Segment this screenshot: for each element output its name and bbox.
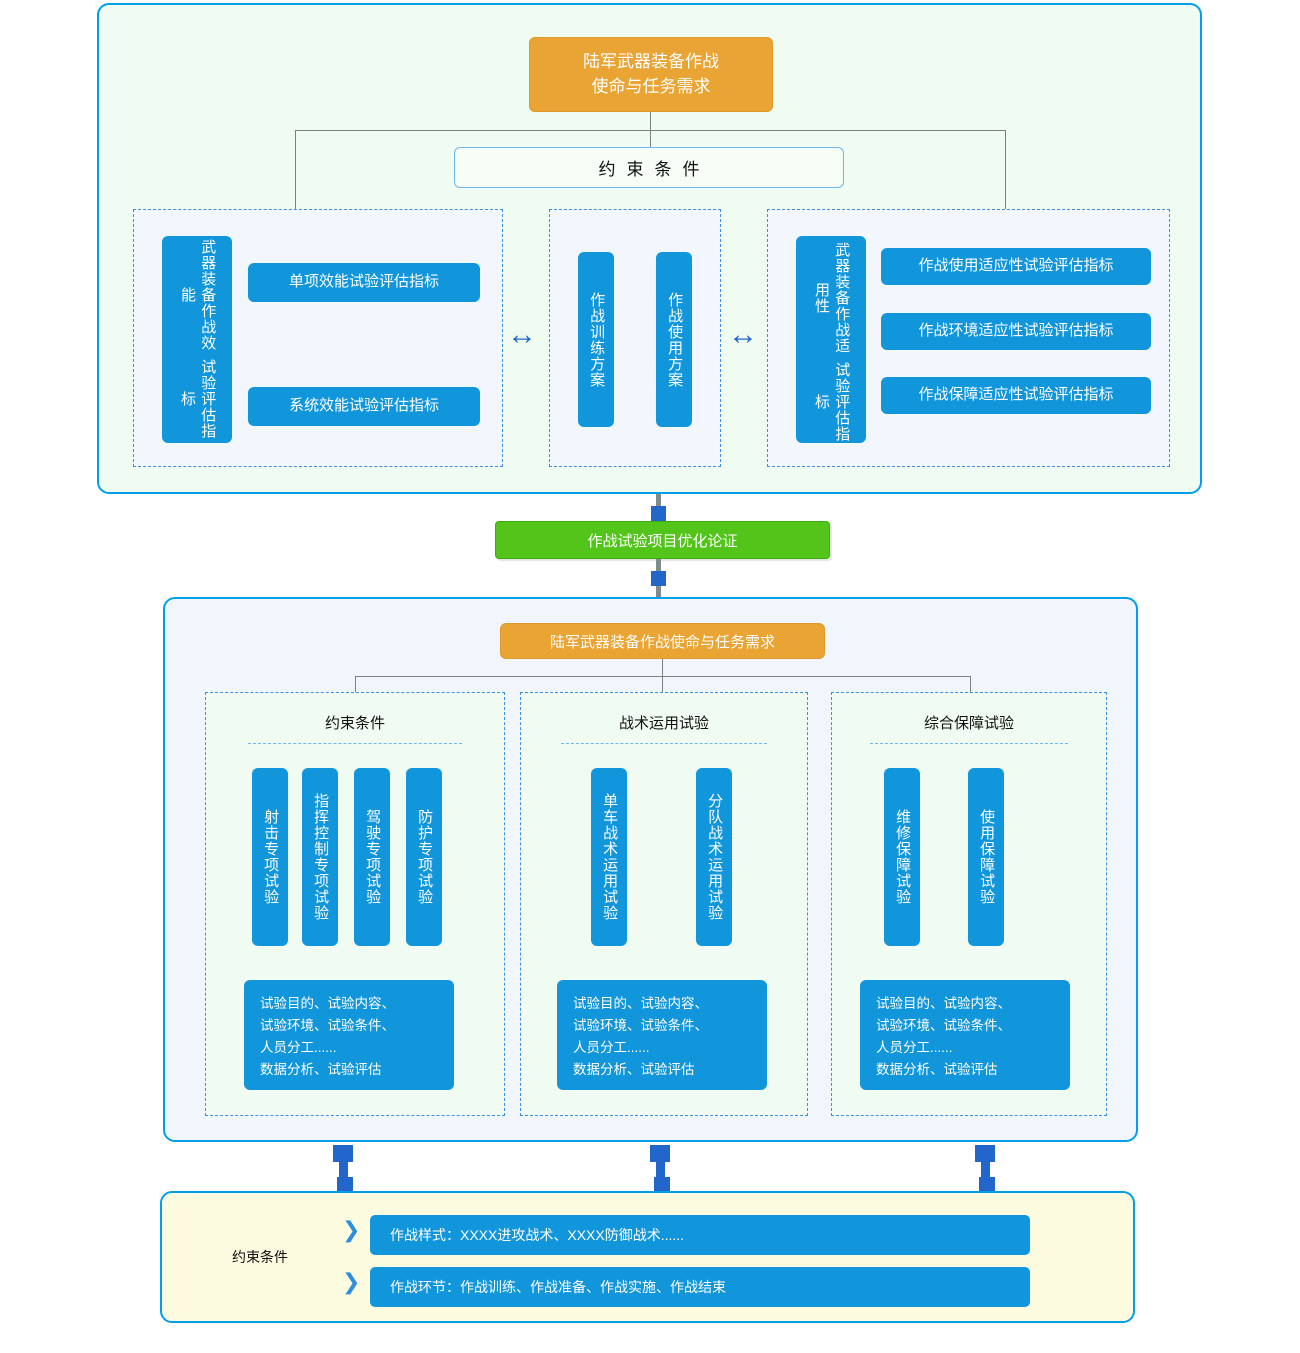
- connector-v-main: [650, 112, 651, 130]
- index-item-support-adaptability-label: 作战保障适应性试验评估指标: [918, 386, 1114, 404]
- connector-node-upper: [651, 506, 666, 521]
- group-constraint-conditions: 约束条件 射击专项试验 指挥控制专项试验 驾驶专项试验 防护专项试验 试验目的、…: [205, 692, 505, 1116]
- test-single-vehicle-tactics-label: 单车战术运用试验: [601, 793, 619, 921]
- test-protection[interactable]: 防护专项试验: [406, 768, 442, 946]
- test-single-vehicle-tactics[interactable]: 单车战术运用试验: [591, 768, 627, 946]
- optimization-argument-label: 作战试验项目优化论证: [587, 532, 738, 550]
- connector-v-right: [1005, 130, 1006, 209]
- constraint-row-combat-style-label: 作战样式：XXXX进攻战术、XXXX防御战术......: [390, 1227, 685, 1243]
- connector-node-lower: [651, 571, 666, 586]
- vertical-label-effectiveness-inner: 武器装备作战效能: [179, 239, 217, 352]
- index-item-single-effectiveness-label: 单项效能试验评估指标: [288, 273, 439, 291]
- section3-label: 约束条件: [232, 1249, 288, 1265]
- test-driving[interactable]: 驾驶专项试验: [354, 768, 390, 946]
- index-item-system-effectiveness[interactable]: 系统效能试验评估指标: [248, 387, 480, 426]
- group1-description: 试验目的、试验内容、 试验环境、试验条件、 人员分工...... 数据分析、试验…: [244, 980, 454, 1090]
- ibeam-cap-bottom: [979, 1177, 995, 1193]
- ibeam-cap-top: [333, 1145, 353, 1162]
- arrow-left-double-glyph: ↔: [507, 318, 537, 351]
- section-evaluation-index: 陆军武器装备作战 使命与任务需求 约束条件 武器装备作战效能 试验评估指标 单项…: [97, 3, 1202, 494]
- section1-title-text: 陆军武器装备作战 使命与任务需求: [583, 51, 719, 96]
- index-item-support-adaptability[interactable]: 作战保障适应性试验评估指标: [881, 377, 1151, 414]
- s2-connector-v-main: [662, 659, 663, 676]
- index-item-environment-adaptability-label: 作战环境适应性试验评估指标: [918, 322, 1114, 340]
- vertical-label-suitability: 武器装备作战适用性 试验评估指标: [796, 236, 866, 443]
- ibeam-stem: [981, 1160, 990, 1180]
- plan-training[interactable]: 作战训练方案: [578, 252, 614, 427]
- connector-v-center: [650, 130, 651, 147]
- test-maintenance-support-label: 维修保障试验: [894, 809, 912, 905]
- connector-v-left: [295, 130, 296, 209]
- test-maintenance-support[interactable]: 维修保障试验: [884, 768, 920, 946]
- vertical-label-effectiveness-outer: 试验评估指标: [179, 358, 217, 439]
- section-test-projects: 陆军武器装备作战使命与任务需求 约束条件 射击专项试验 指挥控制专项试验 驾驶专…: [163, 597, 1138, 1142]
- test-usage-support-label: 使用保障试验: [978, 809, 996, 905]
- constraint-row-combat-style[interactable]: 作战样式：XXXX进攻战术、XXXX防御战术......: [370, 1215, 1030, 1255]
- optimization-argument-box[interactable]: 作战试验项目优化论证: [495, 521, 830, 559]
- ibeam-cap-bottom: [654, 1177, 670, 1193]
- ibeam-cap-bottom: [337, 1177, 353, 1193]
- test-shooting[interactable]: 射击专项试验: [252, 768, 288, 946]
- arrow-right-double: ↔: [728, 320, 758, 350]
- vertical-label-suitability-outer: 试验评估指标: [813, 361, 851, 442]
- arrow-left-double: ↔: [507, 320, 537, 350]
- constraint-row-combat-phase[interactable]: 作战环节：作战训练、作战准备、作战实施、作战结束: [370, 1267, 1030, 1307]
- constraint-condition-box: 约束条件: [454, 147, 844, 188]
- group3-divider: [870, 743, 1068, 744]
- ibeam-stem: [656, 1160, 665, 1180]
- group2-divider: [561, 743, 767, 744]
- section2-title-box: 陆军武器装备作战使命与任务需求: [500, 623, 825, 659]
- constraint-condition-label: 约束条件: [598, 160, 711, 179]
- panel-combat-effectiveness: 武器装备作战效能 试验评估指标 单项效能试验评估指标 系统效能试验评估指标: [133, 209, 503, 467]
- group2-title: 战术运用试验: [618, 715, 709, 732]
- test-command-control[interactable]: 指挥控制专项试验: [302, 768, 338, 946]
- ibeam-cap-top: [650, 1145, 670, 1162]
- test-protection-label: 防护专项试验: [416, 809, 434, 905]
- vertical-label-effectiveness: 武器装备作战效能 试验评估指标: [162, 236, 232, 443]
- vertical-label-suitability-inner: 武器装备作战适用性: [813, 242, 851, 355]
- index-item-usage-adaptability[interactable]: 作战使用适应性试验评估指标: [881, 248, 1151, 285]
- test-unit-tactics[interactable]: 分队战术运用试验: [696, 768, 732, 946]
- arrow-right-double-glyph: ↔: [728, 318, 758, 351]
- test-usage-support[interactable]: 使用保障试验: [968, 768, 1004, 946]
- plan-usage-label: 作战使用方案: [666, 291, 684, 388]
- ibeam-connector-left: [333, 1145, 353, 1193]
- chevron-icon-2: ❯: [342, 1270, 360, 1295]
- constraint-row-combat-phase-label: 作战环节：作战训练、作战准备、作战实施、作战结束: [390, 1279, 726, 1295]
- group1-title: 约束条件: [324, 715, 385, 732]
- ibeam-connector-center: [650, 1145, 670, 1193]
- plan-training-label: 作战训练方案: [588, 291, 606, 388]
- test-shooting-label: 射击专项试验: [262, 809, 280, 905]
- chevron-icon-1-glyph: ❯: [342, 1218, 361, 1243]
- s2-connector-v-center: [662, 676, 663, 692]
- test-driving-label: 驾驶专项试验: [364, 809, 382, 905]
- ibeam-stem: [339, 1160, 348, 1180]
- group-tactical-application: 战术运用试验 单车战术运用试验 分队战术运用试验 试验目的、试验内容、 试验环境…: [520, 692, 808, 1116]
- ibeam-connector-right: [975, 1145, 995, 1193]
- index-item-environment-adaptability[interactable]: 作战环境适应性试验评估指标: [881, 313, 1151, 350]
- index-item-system-effectiveness-label: 系统效能试验评估指标: [288, 397, 439, 415]
- group1-divider: [247, 743, 463, 744]
- group2-description: 试验目的、试验内容、 试验环境、试验条件、 人员分工...... 数据分析、试验…: [557, 980, 767, 1090]
- section1-title-box: 陆军武器装备作战 使命与任务需求: [529, 37, 773, 112]
- test-unit-tactics-label: 分队战术运用试验: [706, 793, 724, 921]
- group3-description: 试验目的、试验内容、 试验环境、试验条件、 人员分工...... 数据分析、试验…: [860, 980, 1070, 1090]
- plan-usage[interactable]: 作战使用方案: [656, 252, 692, 427]
- group-integrated-support: 综合保障试验 维修保障试验 使用保障试验 试验目的、试验内容、 试验环境、试验条…: [831, 692, 1107, 1116]
- chevron-icon-2-glyph: ❯: [342, 1270, 361, 1295]
- group3-title: 综合保障试验: [923, 715, 1014, 732]
- section-constraint-conditions: 约束条件 ❯ 作战样式：XXXX进攻战术、XXXX防御战术...... ❯ 作战…: [160, 1191, 1135, 1323]
- panel-operation-plans: 作战训练方案 作战使用方案: [549, 209, 721, 467]
- index-item-single-effectiveness[interactable]: 单项效能试验评估指标: [248, 263, 480, 302]
- panel-combat-suitability: 武器装备作战适用性 试验评估指标 作战使用适应性试验评估指标 作战环境适应性试验…: [767, 209, 1170, 467]
- s2-connector-v-right: [970, 676, 971, 692]
- chevron-icon-1: ❯: [342, 1218, 360, 1243]
- ibeam-cap-top: [975, 1145, 995, 1162]
- s2-connector-v-left: [355, 676, 356, 692]
- test-command-control-label: 指挥控制专项试验: [312, 793, 330, 921]
- section2-title-text: 陆军武器装备作战使命与任务需求: [549, 633, 775, 651]
- index-item-usage-adaptability-label: 作战使用适应性试验评估指标: [918, 257, 1114, 275]
